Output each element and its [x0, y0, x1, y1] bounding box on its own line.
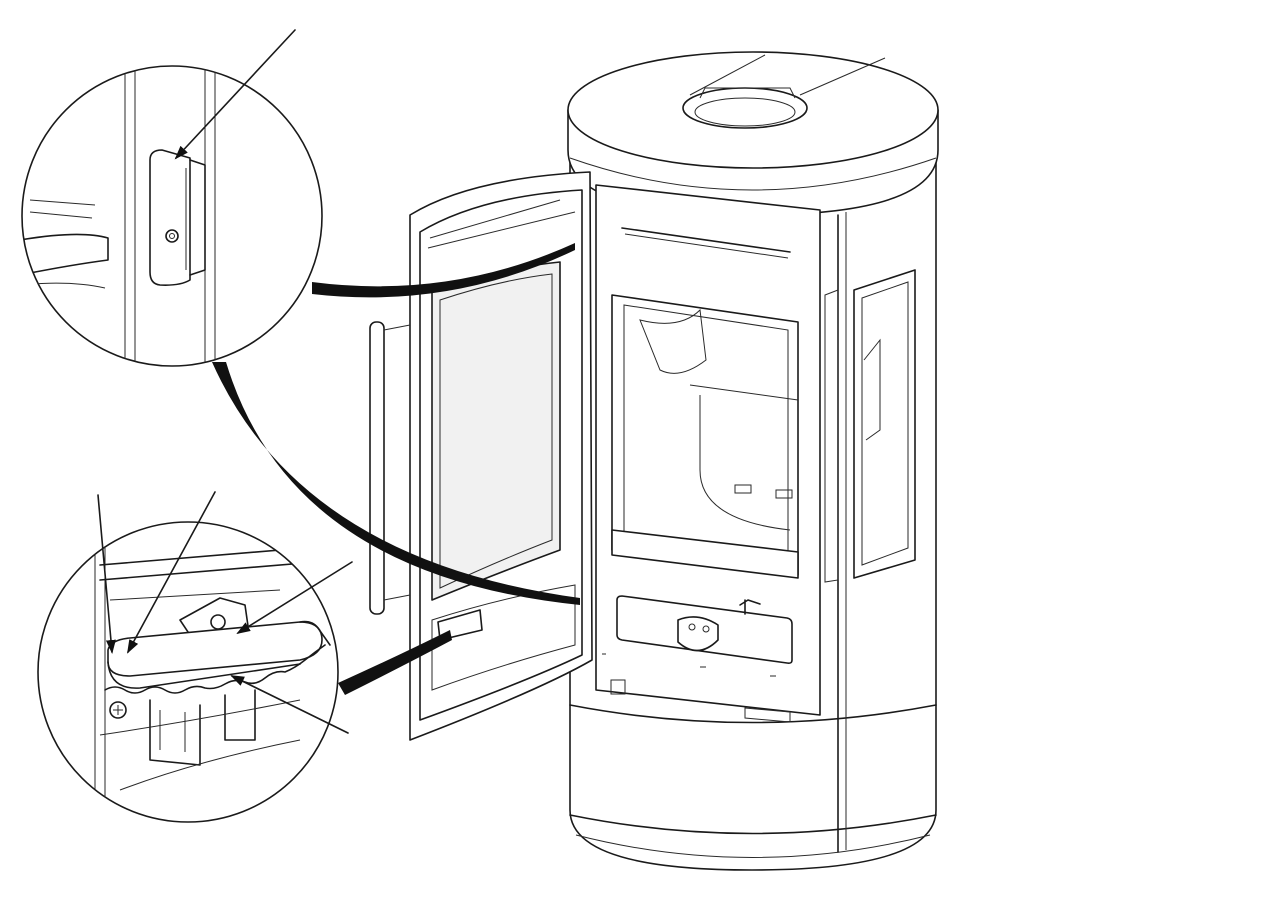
lower-leader-arrow-2 [127, 491, 216, 654]
stove-side-window [824, 269, 916, 583]
upper-hinge-detail-circle [21, 29, 323, 367]
lower-leader-arrow-1 [97, 494, 116, 654]
detail-connectors [212, 243, 580, 695]
stove-front-opening [595, 184, 821, 723]
stove-top-cap [567, 51, 939, 216]
upper-leader-arrow [174, 29, 296, 160]
lower-leader-arrow-4 [230, 675, 349, 734]
lower-hinge-detail-circle [37, 491, 353, 823]
lower-leader-arrow-3 [236, 561, 353, 635]
